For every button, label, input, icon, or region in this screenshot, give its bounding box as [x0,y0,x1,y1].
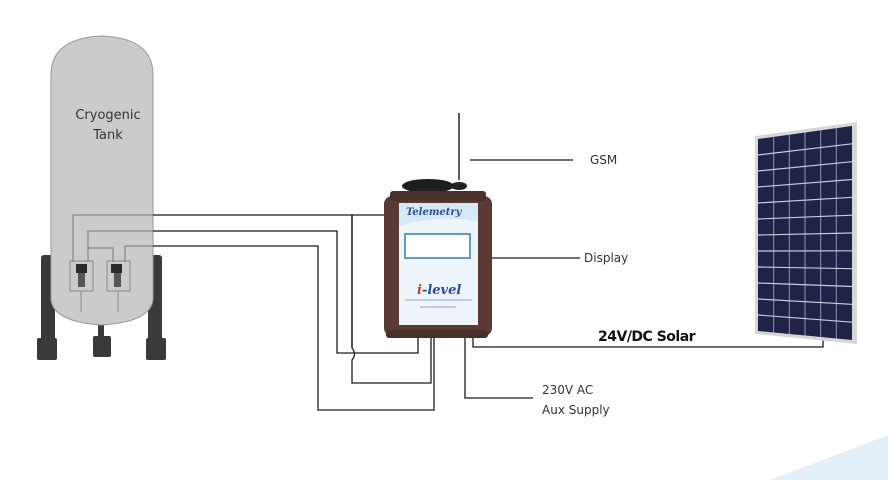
brand-name: -level [422,283,461,298]
device-title: Telemetry [406,207,461,218]
gsm-label: GSM [590,153,617,167]
display-screen [405,234,470,258]
background-swoosh [770,435,888,480]
aux-supply-label-line2: Aux Supply [542,403,610,417]
display-label: Display [584,251,628,265]
aux-supply-label-line1: 230V AC [542,383,593,397]
device-brand-logo: i-level [417,283,461,298]
solar-supply-label: 24V/DC Solar [598,329,695,345]
tank-foot-center [93,336,111,357]
tank-body [51,36,153,325]
wire-aux [465,336,533,398]
wire-middle [153,231,418,353]
gsm-antenna [402,113,467,193]
tank-label-line1: Cryogenic [63,108,153,123]
cable-coil [402,179,454,193]
cryogenic-tank [37,36,166,360]
solar-panel [755,122,857,344]
tank-label-line2: Tank [63,128,153,143]
tank-foot-right [146,338,166,360]
tank-foot-left [37,338,57,360]
